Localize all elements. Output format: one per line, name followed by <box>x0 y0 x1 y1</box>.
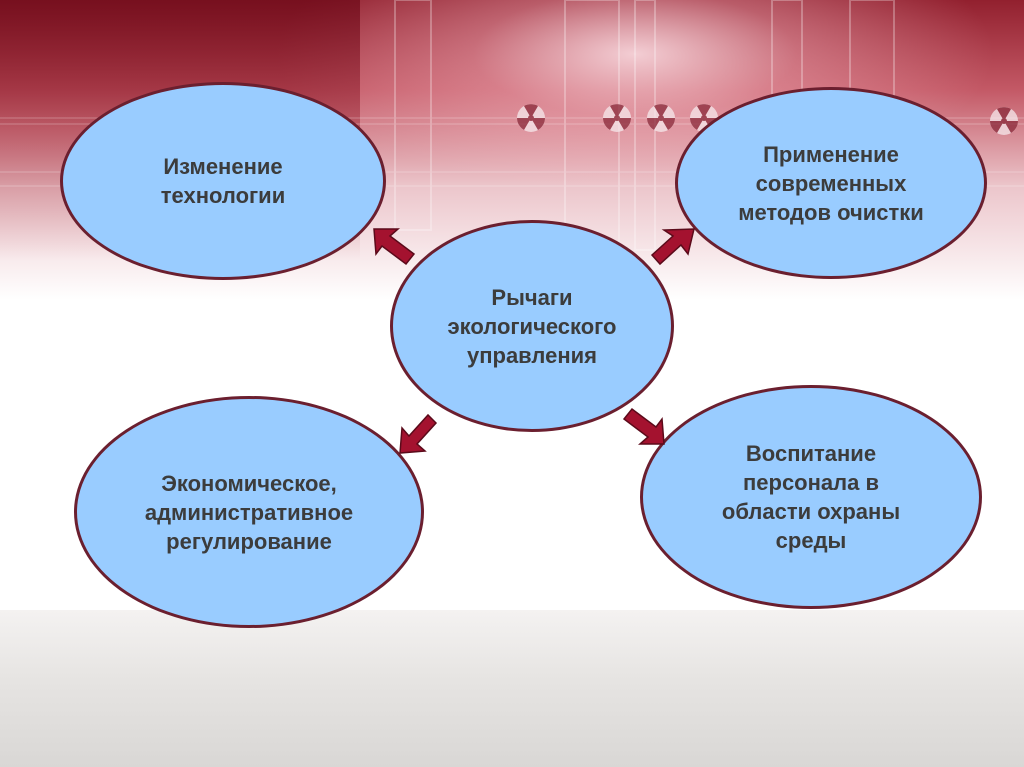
background-footer <box>0 610 1024 767</box>
node-economic-regulation-label: Экономическое, административное регулиро… <box>144 470 354 554</box>
node-technology-change: Изменение технологии <box>60 82 386 280</box>
node-cleaning-methods-label: Применение современных методов очистки <box>738 141 924 225</box>
arrow-to-top-left <box>373 228 416 266</box>
node-cleaning-methods: Применение современных методов очистки <box>675 87 987 279</box>
arrow-to-bottom-right <box>622 407 665 445</box>
arrow-to-top-right <box>650 228 695 266</box>
radiation-icon <box>990 107 1018 135</box>
node-staff-education-label: Воспитание персонала в области охраны ср… <box>721 441 901 553</box>
radiation-icon <box>647 104 675 132</box>
radiation-icon <box>603 104 631 132</box>
node-staff-education: Воспитание персонала в области охраны ср… <box>640 385 982 609</box>
arrow-to-bottom-left <box>399 413 438 454</box>
node-economic-regulation: Экономическое, административное регулиро… <box>74 396 424 628</box>
node-technology-change-label: Изменение технологии <box>160 154 286 208</box>
node-central-levers: Рычаги экологического управления <box>390 220 674 432</box>
node-central-levers-label: Рычаги экологического управления <box>447 284 617 368</box>
radiation-icon <box>517 104 545 132</box>
